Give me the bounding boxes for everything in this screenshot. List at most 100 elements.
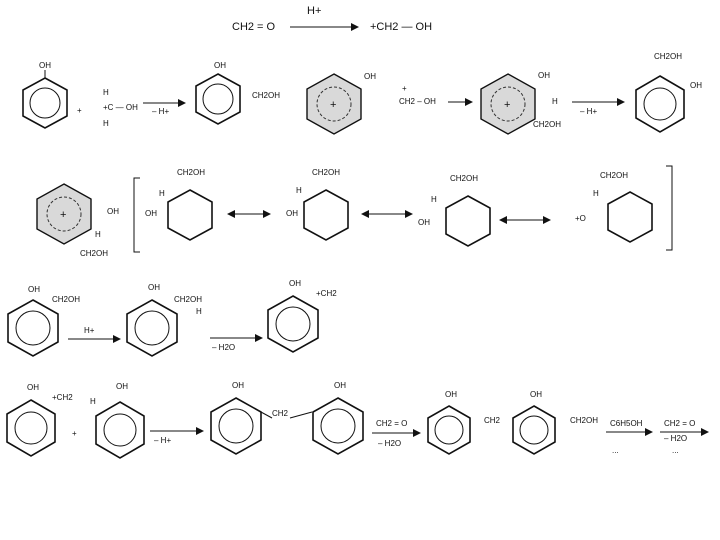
res4-ch2oh: CH2OH (600, 171, 628, 180)
res3-h: H (431, 195, 437, 204)
reagent2-bottom: – H2O (378, 439, 401, 448)
d-oh2-label: OH (530, 390, 542, 399)
plus-charge: + (60, 209, 66, 221)
plus-sign: + (72, 429, 77, 438)
ellipsis: ... (612, 446, 619, 455)
product-ring (195, 73, 241, 125)
ring-c (267, 295, 319, 353)
dehydration-label: – H2O (212, 343, 235, 352)
ring-d1 (427, 405, 471, 455)
sigma-complex-ring (36, 183, 92, 245)
c-oh-label: OH (289, 279, 301, 288)
formaldehyde-label: CH2 = O (232, 21, 276, 33)
aromatic-circle (15, 310, 51, 346)
final-ring (635, 75, 685, 133)
resonance-ring-1 (167, 189, 213, 241)
row-1: OH + H +C — OH H – H+ OH CH2OH + OH + CH… (22, 52, 702, 135)
final-oh-label: OH (690, 81, 702, 90)
elimination-label: – H+ (152, 107, 169, 116)
aromatic-circle (275, 306, 311, 342)
aromatic-circle (218, 408, 254, 444)
aromatic-circle (519, 415, 549, 445)
elimination-label: – H+ (154, 436, 171, 445)
sigma-complex-ring (306, 73, 362, 135)
res2-h: H (296, 186, 302, 195)
a-oh-label: OH (28, 285, 40, 294)
c-oh1-label: OH (232, 381, 244, 390)
c-ch2-label: CH2 (272, 409, 289, 418)
phenol-ring (22, 77, 68, 129)
res2-ch2oh: CH2OH (312, 168, 340, 177)
delocalized-charge (490, 86, 526, 122)
reagent2-top: CH2 = O (376, 419, 407, 428)
b-oh-label: OH (148, 283, 160, 292)
aromatic-circle (14, 411, 48, 445)
elimination-label: – H+ (580, 107, 597, 116)
res4-h: H (593, 189, 599, 198)
a-ch2oh-label: CH2OH (52, 295, 80, 304)
row-4: OH +CH2 + H OH – H+ OH CH2 OH CH2 = O – … (6, 381, 709, 459)
product-oh-label: OH (214, 61, 226, 70)
res1-ch2oh: CH2OH (177, 168, 205, 177)
resonance-ring-3 (445, 195, 491, 247)
plus-charge: + (504, 99, 510, 111)
c-oh2-label: OH (334, 381, 346, 390)
reagent4-top: CH2 = O (664, 419, 695, 428)
ring-c2 (312, 397, 364, 455)
ring-d2 (512, 405, 556, 455)
product-ch2oh-label: CH2OH (252, 91, 280, 100)
plus-charge: + (330, 99, 336, 111)
reagent-label: CH2 – OH (399, 97, 436, 106)
ellipsis: ... (672, 446, 679, 455)
c-ch2-label: +CH2 (316, 289, 337, 298)
res1-h: H (159, 189, 165, 198)
res4-oxonium: +O (575, 214, 586, 223)
proton-label: H+ (84, 326, 95, 335)
aromatic-circle (202, 83, 234, 115)
bracket-left (133, 177, 140, 253)
delocalized-charge (46, 196, 82, 232)
aromatic-circle (103, 413, 137, 447)
plus-sign: + (77, 106, 82, 115)
electrophile-h-bottom: H (103, 119, 109, 128)
a-oh-label: OH (27, 383, 39, 392)
bond (289, 411, 313, 419)
delocalized-charge (316, 86, 352, 122)
catalyst-label: H+ (307, 5, 321, 17)
final-ch2oh-label: CH2OH (654, 52, 682, 61)
b-h-label: H (90, 397, 96, 406)
aromatic-circle (134, 310, 170, 346)
sigma-complex-ring-2 (480, 73, 536, 135)
res1-oh: OH (145, 209, 157, 218)
res3-ch2oh: CH2OH (450, 174, 478, 183)
sigma2-oh-label: OH (538, 71, 550, 80)
a-ch2-label: +CH2 (52, 393, 73, 402)
ring-a (7, 299, 59, 357)
electrophile-center: +C — OH (103, 103, 138, 112)
sigma2-ch2oh-label: CH2OH (533, 120, 561, 129)
reagent4-bottom: – H2O (664, 434, 687, 443)
reagent3-label: C6H5OH (610, 419, 643, 428)
aromatic-circle (643, 87, 677, 121)
sigma2-h-label: H (552, 97, 558, 106)
res3-oh: OH (418, 218, 430, 227)
sigma-ch2oh-label: CH2OH (80, 249, 108, 258)
ring-b (95, 401, 145, 459)
d-ch2-label: CH2 (484, 416, 501, 425)
bracket-right (666, 165, 673, 251)
res2-oh: OH (286, 209, 298, 218)
b-h-label: H (196, 307, 202, 316)
aromatic-circle (320, 408, 356, 444)
resonance-ring-4 (607, 191, 653, 243)
row-3: OH CH2OH H+ OH CH2OH H – H2O OH +CH2 (7, 279, 337, 357)
aromatic-circle (29, 87, 61, 119)
electrophile-h-top: H (103, 88, 109, 97)
sigma-oh-label: OH (364, 72, 376, 81)
bond (260, 411, 273, 419)
b-ch2oh-label: CH2OH (174, 295, 202, 304)
ring-a (6, 399, 56, 457)
ring-b (126, 299, 178, 357)
row-2: + OH H CH2OH CH2OH H OH CH2OH H OH CH2OH… (36, 165, 673, 258)
d-oh1-label: OH (445, 390, 457, 399)
